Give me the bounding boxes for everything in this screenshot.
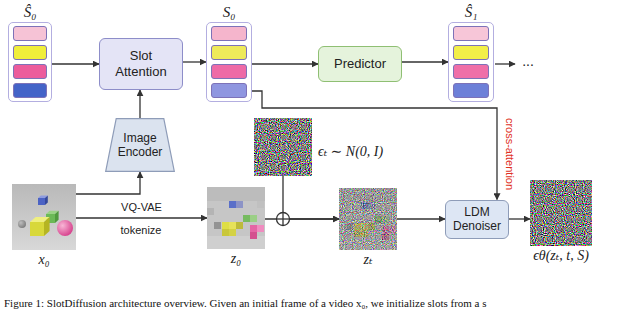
box-label: LDM Denoiser: [451, 205, 503, 234]
slot-vector: [211, 26, 247, 41]
scene-image: [45, 196, 48, 205]
encoder-trapezoid: Image Encoder: [105, 118, 175, 172]
slot-vector: [211, 83, 247, 98]
box-label: Predictor: [334, 56, 386, 72]
scene-image: [38, 198, 45, 205]
predicted-noise-image: [530, 180, 592, 246]
latent-image: [207, 187, 265, 249]
scene-image: [12, 184, 76, 250]
connector-arrow: [402, 61, 448, 62]
slot-vector: [13, 64, 47, 79]
noisy-latent-image: [339, 188, 397, 250]
edge-label: cross-attention: [503, 116, 516, 192]
add-symbol: [277, 213, 290, 226]
predicted-noise-image: ϵθ(zₜ, t, S): [530, 180, 592, 246]
latent-image: z₀: [207, 187, 265, 249]
edge-label: VQ-VAE: [119, 201, 164, 214]
connector-arrow: [397, 218, 445, 219]
slot-label: S₀: [223, 4, 236, 21]
scene-image: [57, 220, 73, 236]
image-label: zₜ: [364, 252, 373, 268]
noise-image: [254, 118, 312, 176]
slot-vector: [211, 45, 247, 60]
connector-arrow: [283, 176, 339, 219]
box-label: Slot Attention: [106, 48, 176, 79]
slot-label: Ŝ₁: [465, 4, 478, 21]
scene-image: [12, 184, 76, 250]
latent-image: [207, 187, 265, 249]
scene-image: [18, 220, 26, 228]
slot-stack: S₀: [206, 22, 252, 102]
edge-note: tokenize: [121, 223, 162, 237]
slot-vector: [13, 26, 47, 41]
scene-image: [44, 217, 50, 236]
image-label: ϵθ(zₜ, t, S): [533, 248, 589, 264]
slot-vector: [211, 64, 247, 79]
noisy-latent-image: [339, 188, 397, 250]
add-symbol: [282, 213, 283, 226]
noise-image: [254, 118, 312, 176]
scene-image: x₀: [12, 184, 76, 250]
connector-arrow: [139, 90, 140, 118]
scene-image: [55, 211, 59, 223]
process-box: Predictor: [318, 46, 402, 82]
slot-vector: [453, 83, 489, 98]
connector-arrow: [76, 217, 207, 218]
scene-image: [30, 222, 44, 236]
noisy-latent-image: zₜ: [339, 188, 397, 250]
slot-vector: [453, 26, 489, 41]
connector-arrow: [76, 172, 140, 194]
noise-image: ϵₜ ∼ N(0, I): [254, 118, 312, 176]
slot-label: Ŝ₀: [24, 4, 37, 21]
continuation-mark: ...: [522, 54, 534, 68]
connector-arrow: [252, 91, 497, 200]
connector-arrow: [509, 218, 530, 219]
process-box: LDM Denoiser: [445, 200, 509, 239]
connector-arrow: [183, 61, 206, 62]
trapezoid-outline: [106, 119, 175, 172]
slot-vector: [453, 64, 489, 79]
slot-vector: [13, 45, 47, 60]
slot-stack: Ŝ₀: [8, 22, 52, 102]
continuation-arrow: [495, 63, 515, 64]
process-box: Slot Attention: [99, 38, 183, 90]
image-label: ϵₜ ∼ N(0, I): [318, 144, 383, 160]
slot-vector: [13, 83, 47, 98]
slot-vector: [453, 45, 489, 60]
add-symbol: [277, 213, 290, 226]
connector-arrow: [252, 63, 318, 64]
slot-stack: Ŝ₁: [448, 22, 494, 102]
image-label: z₀: [231, 251, 241, 267]
figure-caption: Figure 1: SlotDiffusion architecture ove…: [4, 297, 487, 310]
predicted-noise-image: [530, 180, 592, 246]
connector-arrow: [52, 63, 99, 64]
box-label: Image Encoder: [116, 131, 164, 160]
image-label: x₀: [38, 252, 49, 268]
noisy-latent-image: [339, 188, 397, 250]
